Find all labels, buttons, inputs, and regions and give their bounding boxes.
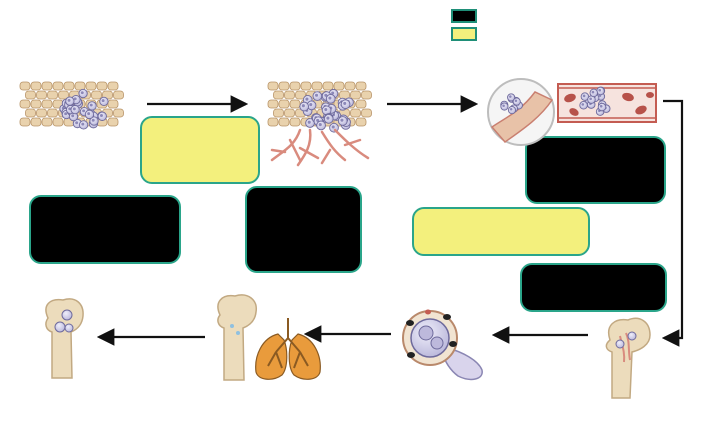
invading-tissue-icon (267, 81, 372, 167)
bone-colonized-icon (45, 298, 84, 379)
extravasation-cell-icon (402, 309, 483, 381)
lung-icon (255, 318, 321, 380)
label-box-black-3 (525, 136, 666, 204)
vessel-entry-icon (487, 78, 555, 146)
bone-colonized-icon (217, 294, 257, 381)
legend-swatch-black (451, 9, 477, 23)
arrow-icon (661, 99, 684, 347)
bone-seeding-icon (605, 317, 651, 399)
legend-swatch-yellow (451, 27, 477, 41)
label-box-yellow-2 (412, 207, 590, 256)
label-box-black-1 (29, 195, 181, 264)
tissue-block-icon (19, 81, 124, 130)
label-box-black-2 (245, 186, 362, 273)
label-box-yellow-1 (140, 116, 260, 184)
blood-vessel-icon (557, 83, 657, 123)
label-box-black-4 (520, 263, 667, 312)
